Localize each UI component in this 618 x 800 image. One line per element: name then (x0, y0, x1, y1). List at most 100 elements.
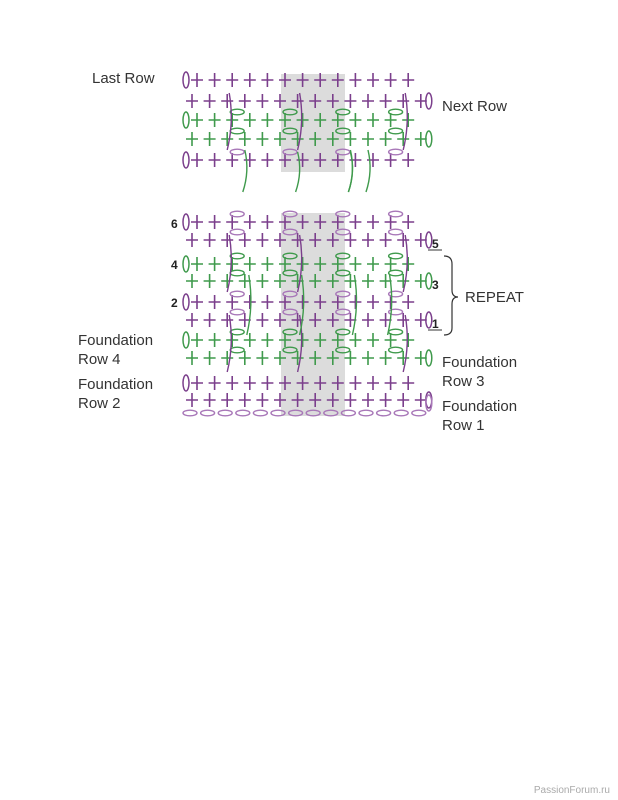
single-crochet-symbol (226, 215, 239, 229)
chain-stitch-symbol (229, 346, 245, 354)
single-crochet-symbol (314, 153, 327, 167)
single-crochet-symbol (274, 274, 286, 288)
single-crochet-symbol (221, 274, 234, 288)
chain-stitch-symbol (252, 409, 269, 417)
turning-chain-symbol (425, 130, 433, 148)
single-crochet-symbol (397, 94, 410, 108)
single-crochet-symbol (256, 94, 269, 108)
chain-stitch-symbol (387, 228, 404, 236)
single-crochet-symbol (384, 153, 397, 167)
single-crochet-symbol (331, 257, 344, 271)
row-number-4: 4 (171, 258, 178, 272)
single-crochet-symbol (384, 215, 397, 229)
single-crochet-symbol (296, 295, 309, 309)
single-crochet-symbol (191, 215, 203, 229)
single-crochet-symbol (397, 393, 410, 407)
chain-stitch-symbol (282, 210, 298, 218)
repeat-shading (281, 74, 345, 172)
single-crochet-symbol (221, 132, 234, 146)
single-crochet-symbol (349, 113, 362, 127)
single-crochet-symbol (314, 257, 327, 271)
single-crochet-symbol (279, 73, 291, 87)
chain-stitch-symbol (335, 108, 351, 116)
chain-stitch-symbol (282, 328, 298, 336)
single-crochet-symbol (379, 313, 392, 327)
single-crochet-symbol (309, 233, 322, 247)
single-crochet-symbol (367, 113, 379, 127)
single-crochet-symbol (256, 393, 269, 407)
chain-stitch-symbol (335, 252, 351, 260)
single-crochet-symbol (208, 215, 221, 229)
single-crochet-symbol (238, 351, 251, 365)
single-crochet-symbol (414, 233, 427, 247)
long-stitch-symbol (347, 151, 354, 193)
single-crochet-symbol (191, 295, 203, 309)
single-crochet-symbol (208, 295, 221, 309)
row-number-3: 3 (432, 278, 439, 292)
long-stitch-symbol (402, 92, 408, 151)
single-crochet-symbol (367, 215, 379, 229)
turning-chain-symbol (425, 92, 433, 110)
label-line: Foundation (442, 354, 518, 371)
single-crochet-symbol (226, 295, 239, 309)
single-crochet-symbol (309, 94, 322, 108)
single-crochet-symbol (296, 215, 309, 229)
single-crochet-symbol (291, 233, 304, 247)
chain-stitch-symbol (229, 308, 245, 316)
single-crochet-symbol (296, 333, 309, 347)
single-crochet-symbol (291, 393, 304, 407)
single-crochet-symbol (279, 295, 291, 309)
single-crochet-symbol (296, 113, 309, 127)
single-crochet-symbol (291, 274, 304, 288)
single-crochet-symbol (186, 393, 198, 407)
row-number-1: 1 (432, 317, 439, 331)
single-crochet-symbol (226, 73, 239, 87)
single-crochet-symbol (186, 274, 198, 288)
single-crochet-symbol (402, 376, 415, 390)
single-crochet-symbol (384, 295, 397, 309)
single-crochet-symbol (309, 132, 322, 146)
single-crochet-symbol (309, 313, 322, 327)
chain-stitch-symbol (335, 346, 351, 354)
single-crochet-symbol (279, 113, 291, 127)
long-stitch-symbol (298, 274, 305, 336)
single-crochet-symbol (326, 313, 339, 327)
chain-stitch-symbol (282, 290, 298, 298)
long-stitch-symbol (402, 234, 408, 293)
chain-stitch-symbol (335, 148, 351, 156)
single-crochet-symbol (402, 153, 415, 167)
single-crochet-symbol (261, 215, 274, 229)
long-stitch-symbol (226, 314, 232, 373)
chain-stitch-symbol (335, 290, 351, 298)
single-crochet-symbol (296, 376, 309, 390)
single-crochet-symbol (379, 233, 392, 247)
single-crochet-symbol (402, 73, 415, 87)
label-line: Foundation (442, 398, 518, 415)
chain-stitch-symbol (387, 252, 404, 260)
single-crochet-symbol (414, 313, 427, 327)
single-crochet-symbol (314, 333, 327, 347)
single-crochet-symbol (326, 132, 339, 146)
single-crochet-symbol (256, 132, 269, 146)
single-crochet-symbol (203, 233, 216, 247)
label-last-row: Last Row (92, 70, 155, 87)
turning-chain-symbol (182, 255, 190, 273)
chain-stitch-symbol (199, 409, 216, 417)
single-crochet-symbol (309, 274, 322, 288)
turning-chain-symbol (425, 311, 433, 329)
single-crochet-symbol (261, 113, 274, 127)
single-crochet-symbol (291, 313, 304, 327)
single-crochet-symbol (314, 376, 327, 390)
single-crochet-symbol (226, 113, 239, 127)
single-crochet-symbol (349, 333, 362, 347)
single-crochet-symbol (379, 274, 392, 288)
chain-stitch-symbol (387, 210, 404, 218)
single-crochet-symbol (208, 153, 221, 167)
single-crochet-symbol (362, 351, 374, 365)
single-crochet-symbol (291, 351, 304, 365)
single-crochet-symbol (384, 257, 397, 271)
